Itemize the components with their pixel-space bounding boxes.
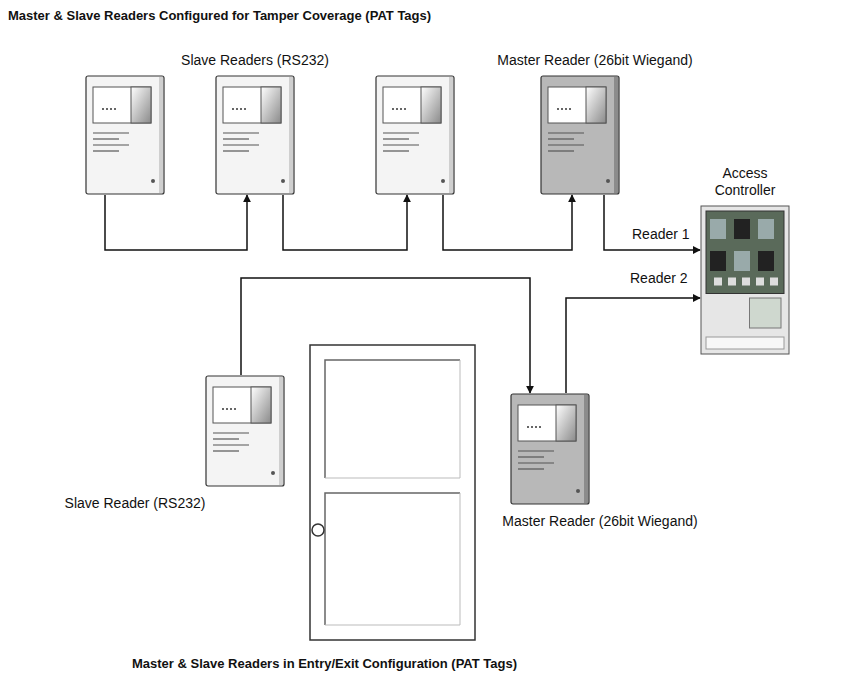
master-reader: Master Reader (26bit Wiegand) <box>540 75 620 195</box>
controller-illustration <box>700 205 790 355</box>
access-controller: Access Controller <box>700 205 790 355</box>
door <box>310 345 475 640</box>
edge-label: Reader 2 <box>628 270 690 286</box>
node-label: Slave Readers (RS232) <box>181 52 329 69</box>
node-label: Access Controller <box>700 165 790 199</box>
door-panel <box>325 493 460 625</box>
reader-illustration <box>540 75 620 195</box>
slave-reader: Slave Reader (RS232) <box>205 375 285 487</box>
reader-illustration <box>375 75 455 195</box>
reader-illustration <box>510 393 590 505</box>
diagram-caption: Master & Slave Readers in Entry/Exit Con… <box>132 656 517 671</box>
node-label: Master Reader (26bit Wiegand) <box>502 513 697 530</box>
connector <box>443 195 572 250</box>
door-panel <box>325 360 460 478</box>
slave-reader: Slave Readers (RS232) <box>215 75 295 195</box>
connector <box>604 195 700 250</box>
edge-label: Reader 1 <box>630 226 692 242</box>
slave-reader <box>85 75 165 195</box>
diagram-title: Master & Slave Readers Configured for Ta… <box>8 8 431 23</box>
reader-illustration <box>85 75 165 195</box>
door-panel <box>325 493 460 625</box>
connector <box>241 278 530 393</box>
reader-illustration <box>215 75 295 195</box>
door-knob <box>312 524 324 536</box>
node-label: Slave Reader (RS232) <box>65 495 206 512</box>
connector <box>283 195 407 250</box>
node-label: Master Reader (26bit Wiegand) <box>497 52 692 69</box>
slave-reader <box>375 75 455 195</box>
master-reader: Master Reader (26bit Wiegand) <box>510 393 590 505</box>
reader-illustration <box>205 375 285 487</box>
connector <box>105 195 247 250</box>
connector <box>566 298 700 393</box>
door-panel <box>325 360 460 478</box>
